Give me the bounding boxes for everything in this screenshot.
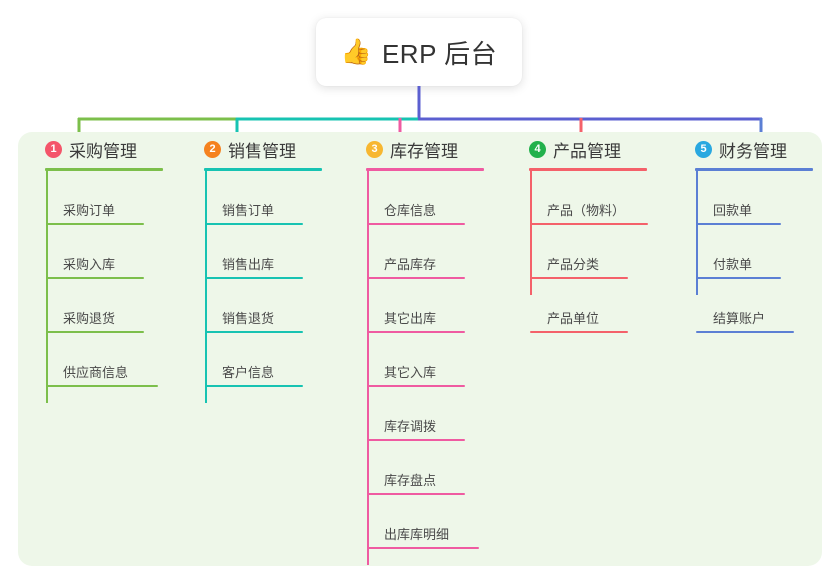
- list-item-label: 回款单: [713, 203, 753, 218]
- list-item[interactable]: 库存调拨: [367, 387, 465, 441]
- list-item-rule: [530, 331, 628, 333]
- module-column-finance: 5 财务管理 回款单 付款单 结算账户: [695, 132, 839, 333]
- column-header-1[interactable]: 1 采购管理: [45, 132, 185, 166]
- list-item[interactable]: 客户信息: [205, 333, 303, 387]
- root-node-card[interactable]: 👍 ERP 后台: [316, 18, 522, 86]
- list-item[interactable]: 仓库信息: [367, 171, 465, 225]
- list-item[interactable]: 销售出库: [205, 225, 303, 279]
- list-item-label: 采购退货: [63, 311, 116, 326]
- column-title-1: 采购管理: [69, 141, 137, 161]
- list-item[interactable]: 其它入库: [367, 333, 465, 387]
- list-item-rule: [46, 277, 144, 279]
- list-item-label: 客户信息: [222, 365, 275, 380]
- column-title-5: 财务管理: [719, 141, 787, 161]
- list-item-label: 产品库存: [384, 257, 437, 272]
- list-item-rule: [530, 277, 628, 279]
- list-item-rule: [205, 277, 303, 279]
- column-badge-2: 2: [204, 140, 221, 158]
- list-item-label: 其它入库: [384, 365, 437, 380]
- list-item-label: 产品（物料）: [547, 203, 626, 218]
- column-title-2: 销售管理: [228, 141, 296, 161]
- column-badge-5: 5: [695, 140, 712, 158]
- list-item[interactable]: 付款单: [696, 225, 781, 279]
- list-item-label: 采购订单: [63, 203, 116, 218]
- module-column-purchasing: 1 采购管理 采购订单 采购入库 采购退货 供应商信息: [45, 132, 185, 403]
- list-item-rule: [367, 223, 465, 225]
- list-item[interactable]: 采购入库: [46, 225, 144, 279]
- column-title-3: 库存管理: [390, 141, 458, 161]
- list-item[interactable]: 结算账户: [696, 279, 794, 333]
- list-item-rule: [367, 277, 465, 279]
- column-stem-3: [367, 171, 369, 565]
- column-badge-4: 4: [529, 140, 546, 158]
- list-item-label: 结算账户: [713, 311, 766, 326]
- list-item[interactable]: 库存盘点: [367, 441, 465, 495]
- list-item-rule: [205, 331, 303, 333]
- column-title-4: 产品管理: [553, 141, 621, 161]
- list-item-label: 产品分类: [547, 257, 600, 272]
- list-item[interactable]: 产品库存: [367, 225, 465, 279]
- column-rule-2: [204, 168, 322, 171]
- list-item-rule: [367, 331, 465, 333]
- column-badge-1: 1: [45, 140, 62, 158]
- column-stem-2: [205, 171, 207, 403]
- list-item-label: 销售退货: [222, 311, 275, 326]
- column-stem-5: [696, 171, 698, 295]
- list-item-rule: [530, 223, 648, 225]
- list-item[interactable]: 其它出库: [367, 279, 465, 333]
- module-column-inventory: 3 库存管理 仓库信息 产品库存 其它出库 其它入库 库存调拨 库存盘点: [366, 132, 516, 565]
- list-item-rule: [696, 223, 781, 225]
- list-item[interactable]: 产品（物料）: [530, 171, 648, 225]
- list-item[interactable]: 采购退货: [46, 279, 144, 333]
- list-item-label: 库存调拨: [384, 419, 437, 434]
- module-column-sales: 2 销售管理 销售订单 销售出库 销售退货 客户信息: [204, 132, 344, 403]
- list-item[interactable]: 采购订单: [46, 171, 144, 225]
- list-item-rule: [696, 277, 781, 279]
- list-item-label: 出库库明细: [384, 527, 450, 542]
- list-item[interactable]: 回款单: [696, 171, 781, 225]
- column-rule-4: [529, 168, 647, 171]
- list-item-rule: [367, 385, 465, 387]
- column-header-2[interactable]: 2 销售管理: [204, 132, 344, 166]
- list-item-rule: [205, 223, 303, 225]
- list-item-rule: [46, 223, 144, 225]
- root-node-title: ERP 后台: [381, 38, 498, 69]
- column-rule-3: [366, 168, 484, 171]
- list-item[interactable]: 销售订单: [205, 171, 303, 225]
- list-item-label: 供应商信息: [63, 365, 129, 380]
- thumbs-up-icon: 👍: [340, 37, 372, 66]
- column-stem-1: [46, 171, 48, 403]
- column-rule-5: [695, 168, 813, 171]
- list-item-label: 产品单位: [547, 311, 600, 326]
- modules-board: 1 采购管理 采购订单 采购入库 采购退货 供应商信息 2 销售管理: [18, 132, 822, 566]
- list-item-label: 销售订单: [222, 203, 275, 218]
- list-item[interactable]: 销售退货: [205, 279, 303, 333]
- list-item-rule: [367, 493, 465, 495]
- list-item-label: 库存盘点: [384, 473, 437, 488]
- list-item-label: 其它出库: [384, 311, 437, 326]
- column-rule-1: [45, 168, 163, 171]
- module-column-product: 4 产品管理 产品（物料） 产品分类 产品单位: [529, 132, 679, 333]
- list-item-rule: [367, 439, 465, 441]
- list-item-label: 仓库信息: [384, 203, 437, 218]
- list-item-label: 付款单: [713, 257, 753, 272]
- list-item-rule: [46, 385, 158, 387]
- list-item-rule: [46, 331, 144, 333]
- list-item[interactable]: 产品分类: [530, 225, 628, 279]
- list-item[interactable]: 供应商信息: [46, 333, 158, 387]
- list-item-rule: [205, 385, 303, 387]
- list-item-label: 销售出库: [222, 257, 275, 272]
- list-item[interactable]: 出库库明细: [367, 495, 479, 549]
- list-item-label: 采购入库: [63, 257, 116, 272]
- list-item-rule: [696, 331, 794, 333]
- list-item-rule: [367, 547, 479, 549]
- column-header-3[interactable]: 3 库存管理: [366, 132, 516, 166]
- column-header-4[interactable]: 4 产品管理: [529, 132, 679, 166]
- column-badge-3: 3: [366, 140, 383, 158]
- column-header-5[interactable]: 5 财务管理: [695, 132, 839, 166]
- list-item[interactable]: 产品单位: [530, 279, 628, 333]
- column-stem-4: [530, 171, 532, 295]
